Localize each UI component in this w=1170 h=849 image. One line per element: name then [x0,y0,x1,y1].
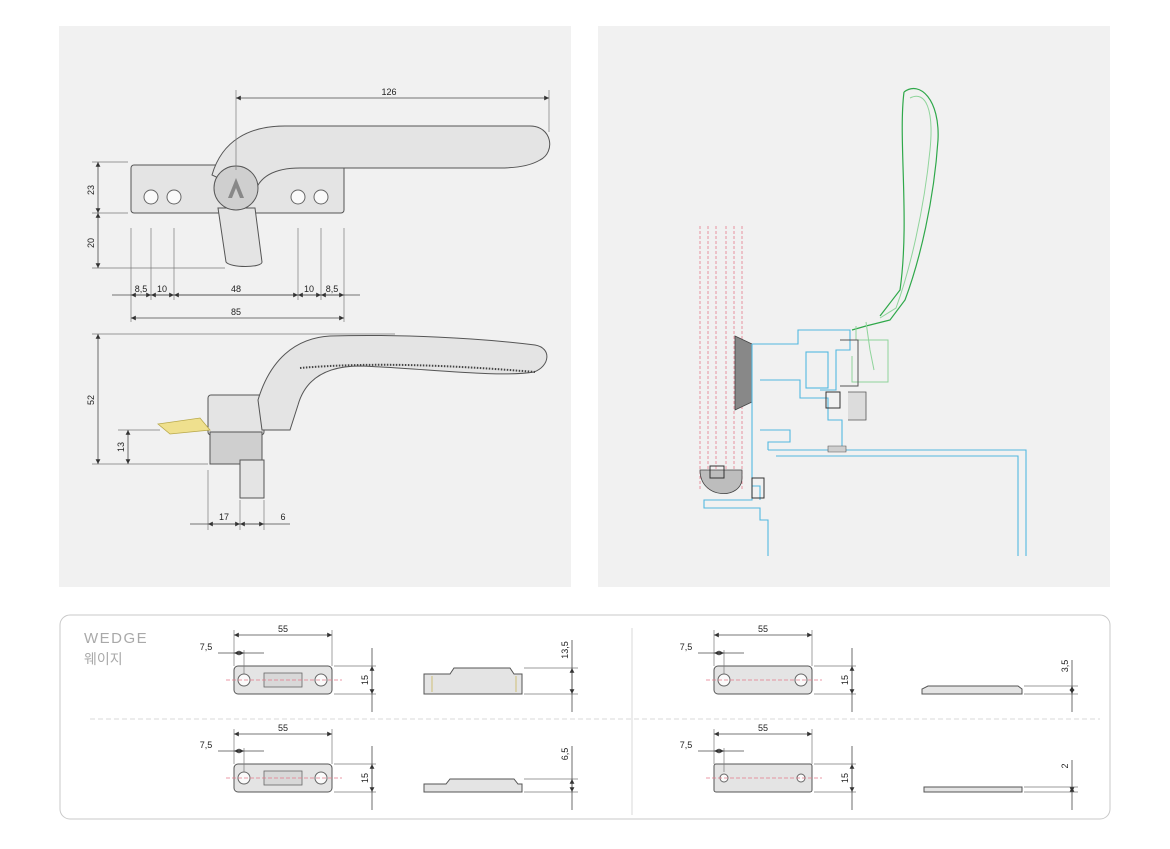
handle-panel-background [59,26,571,587]
dim-screw-span: 48 [231,284,241,294]
installation-section-panel [598,26,1110,587]
wedge-length: 55 [758,723,768,733]
latch-tongue [157,417,211,435]
wedge-offset: 7,5 [680,642,693,652]
wedge-height: 15 [840,675,850,685]
wedge-profile [423,667,523,695]
handle-lever [211,125,551,196]
screw-hole [166,189,182,205]
dim-screw-c: 10 [304,284,314,294]
wedge-title: WEDGE [84,630,148,647]
wedge-offset: 7,5 [200,642,213,652]
screw-hole [143,189,159,205]
wedge-length: 55 [278,723,288,733]
dim-screw-a: 8,5 [135,284,148,294]
side-gearbox [209,431,263,465]
handle-side-view [157,334,548,499]
dim-overall-length: 126 [381,87,396,97]
wedge-thickness: 6,5 [560,748,570,761]
dim-side-height: 52 [86,395,96,405]
window-frame-profile [703,329,1027,556]
wedge-offset: 7,5 [680,740,693,750]
dim-spindle-height: 13 [116,442,126,452]
wedge-variant-4: 55 7,5 15 2 [680,723,1078,810]
dim-height-top: 23 [86,185,96,195]
dim-base-length: 85 [231,307,241,317]
screw-hole [313,189,329,205]
wedge-variant-3: 55 7,5 15 6,5 [200,723,578,810]
side-spindle [239,459,265,499]
wedge-panel: WEDGE 웨이지 55 7,5 15 [59,614,1111,820]
handle-drawing-panel: 126 23 20 8,5 10 48 10 8,5 [59,26,571,587]
wedge-offset: 7,5 [200,740,213,750]
screw-hole [290,189,306,205]
side-lever [257,334,548,431]
wedge-thickness: 3,5 [1060,660,1070,673]
dim-spindle-width: 6 [280,512,285,522]
glazing-seal [734,335,753,411]
brand-logo-icon [228,178,244,198]
wedge-profile [923,786,1023,793]
glass-pane [699,226,753,494]
dim-spindle-offset: 17 [219,512,229,522]
wedge-title-korean: 웨이지 [84,651,123,667]
handle-front-view [130,125,551,267]
side-dimensions: 52 13 17 6 [86,333,395,530]
wedge-variant-2: 55 7,5 15 3,5 [680,624,1078,712]
wedge-thickness: 13,5 [560,641,570,659]
dim-height-bottom: 20 [86,238,96,248]
front-dimensions: 126 23 20 8,5 10 48 10 8,5 [86,87,550,322]
wedge-variant-1: 55 7,5 15 13,5 [200,624,578,712]
wedge-profile [423,778,523,793]
side-base-block [207,394,265,436]
wedge-thickness: 2 [1060,763,1070,768]
dim-screw-b: 10 [157,284,167,294]
section-panel-background [598,26,1110,587]
wedge-height: 15 [840,773,850,783]
wedge-height: 15 [360,675,370,685]
wedge-length: 55 [758,624,768,634]
dim-screw-d: 8,5 [326,284,339,294]
handle-section-view [840,87,939,421]
wedge-height: 15 [360,773,370,783]
handle-lower-tab [217,207,263,267]
wedge-profile [921,685,1023,695]
wedge-length: 55 [278,624,288,634]
